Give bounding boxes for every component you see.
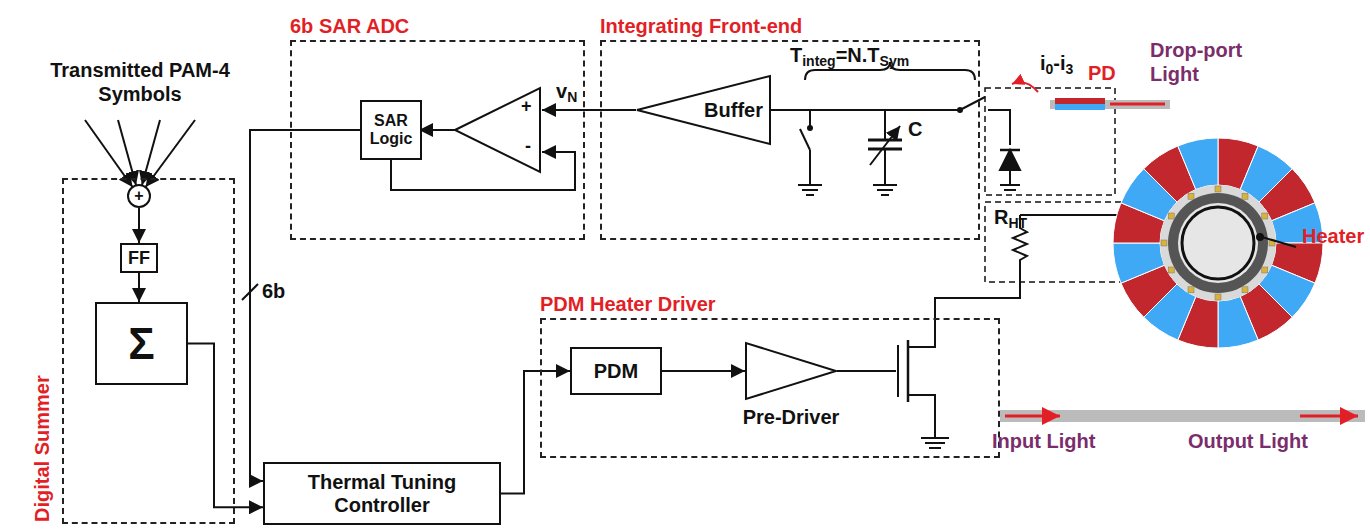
subscript-label: 3 <box>1066 61 1074 77</box>
text-label: + <box>521 96 532 117</box>
process-box: SAR Logic <box>360 100 422 160</box>
process-box: Thermal Tuning Controller <box>263 462 501 525</box>
block-heading: Integrating Front-end <box>600 14 802 38</box>
ring-segment <box>1178 138 1218 189</box>
block-group: 6b SAR ADCSAR Logic <box>290 40 585 240</box>
amplifier-triangle: Pre-Driver <box>745 342 837 400</box>
node-label: PDM <box>594 360 638 383</box>
signal-connector <box>250 130 360 481</box>
subscript-label: Sym <box>880 53 910 69</box>
text-label: i <box>1040 52 1046 75</box>
block-group: Integrating Front-endBuffer <box>600 40 980 240</box>
subscript-label: HT <box>1008 215 1027 231</box>
text-label: Drop-port Light <box>1150 38 1260 86</box>
text-label: - <box>525 136 531 157</box>
heater-ring <box>1182 207 1254 279</box>
node-label: SAR Logic <box>362 112 420 149</box>
node-label: Pre-Driver <box>743 406 840 429</box>
text-label: T <box>790 44 802 67</box>
block-group: Digital Summer+FFΣ <box>62 178 235 524</box>
amplifier-triangle: Buffer <box>636 75 771 145</box>
ring-segment <box>1113 243 1164 283</box>
text-label: PD <box>1088 62 1116 85</box>
text-label: Input Light <box>992 430 1095 453</box>
bus-width-label: 6b <box>262 280 285 303</box>
signal-connector <box>138 273 140 302</box>
triangle-outline <box>745 342 837 400</box>
block-heading: PDM Heater Driver <box>540 292 716 316</box>
subscript-label: 0 <box>1046 61 1054 77</box>
node-label: FF <box>128 248 150 269</box>
text-label: Transmitted PAM-4 Symbols <box>40 58 240 106</box>
ring-segment <box>1218 297 1258 348</box>
signal-connector <box>188 344 263 508</box>
node-label: Thermal Tuning Controller <box>265 471 499 517</box>
node-label: Σ <box>128 319 154 369</box>
text-label: Output Light <box>1188 430 1308 453</box>
block-group: PDM Heater DriverPDMPre-Driver <box>540 318 1000 458</box>
block-heading: Digital Summer <box>30 375 54 522</box>
subscript-label: N <box>567 89 577 105</box>
signal-connector <box>501 371 570 494</box>
text-label: =N.T <box>836 44 880 67</box>
block-heading: 6b SAR ADC <box>290 14 409 38</box>
node-label: Buffer <box>704 99 763 122</box>
text-label: v <box>556 80 567 103</box>
text-label: -i <box>1053 52 1065 75</box>
signal-connector <box>138 208 140 243</box>
subscript-label: integ <box>802 53 835 69</box>
process-box: FF <box>120 243 158 273</box>
text-label: C <box>908 118 922 141</box>
ring-waveguide <box>1168 193 1268 293</box>
process-box: Σ <box>95 302 188 385</box>
signal-connector <box>662 370 745 372</box>
text-label: Heater <box>1302 225 1364 248</box>
node-label: + <box>134 188 143 204</box>
process-box: PDM <box>570 347 662 395</box>
text-label: R <box>994 206 1008 229</box>
summing-node: + <box>127 184 151 208</box>
